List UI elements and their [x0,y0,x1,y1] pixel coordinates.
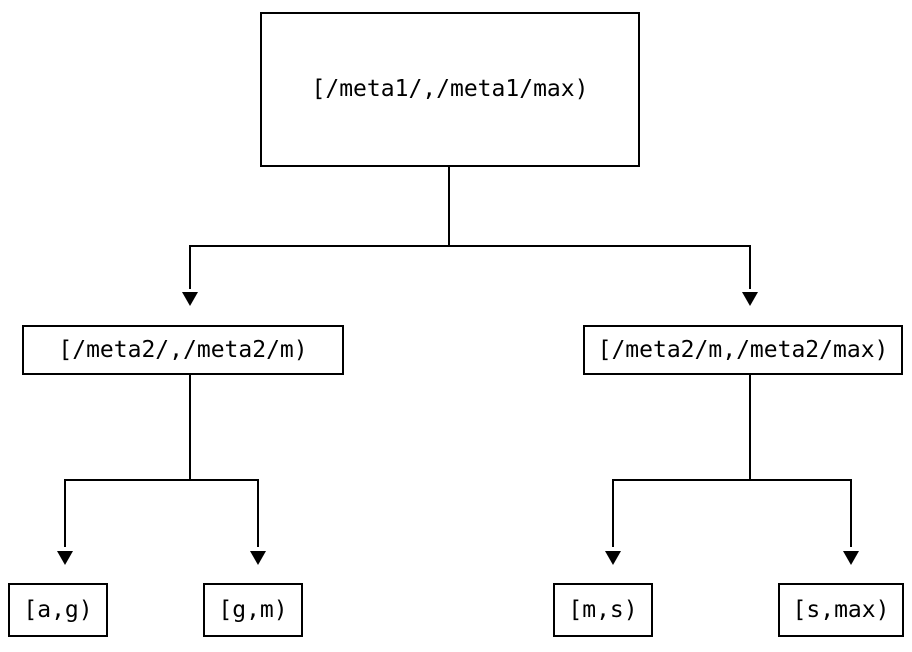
node-meta2-high: [/meta2/m,/meta2/max) [583,325,903,375]
node-root-label: [/meta1/,/meta1/max) [311,76,589,102]
arrowhead-down-icon [57,551,73,565]
arrowhead-down-icon [250,551,266,565]
node-leaf-ag: [a,g) [8,583,108,637]
edge-right-junction-bar [612,479,852,481]
arrowhead-down-icon [742,292,758,306]
edge-root-stem-line [448,167,450,246]
node-leaf-gm: [g,m) [203,583,303,637]
node-root: [/meta1/,/meta1/max) [260,12,640,167]
node-leaf-gm-label: [g,m) [218,596,288,623]
edge-right-stem-line [749,373,751,481]
edge-root-to-left-drop-line [189,245,191,289]
node-meta2-low: [/meta2/,/meta2/m) [22,325,344,375]
node-meta2-low-label: [/meta2/,/meta2/m) [58,336,308,363]
edge-left-to-gm-drop-line [257,479,259,547]
edge-left-junction-bar [64,479,259,481]
node-leaf-smax: [s,max) [778,583,904,637]
edge-root-junction-bar [189,245,751,247]
node-leaf-ag-label: [a,g) [23,596,93,623]
node-meta2-high-label: [/meta2/m,/meta2/max) [597,336,889,363]
node-leaf-smax-label: [s,max) [792,596,890,623]
edge-left-to-ag-drop-line [64,479,66,547]
edge-root-to-right-drop-line [749,245,751,289]
edge-right-to-smax-drop-line [850,479,852,547]
edge-left-stem-line [189,373,191,481]
arrowhead-down-icon [843,551,859,565]
node-leaf-ms-label: [m,s) [568,596,638,623]
node-leaf-ms: [m,s) [553,583,653,637]
arrowhead-down-icon [182,292,198,306]
edge-right-to-ms-drop-line [612,479,614,547]
arrowhead-down-icon [605,551,621,565]
